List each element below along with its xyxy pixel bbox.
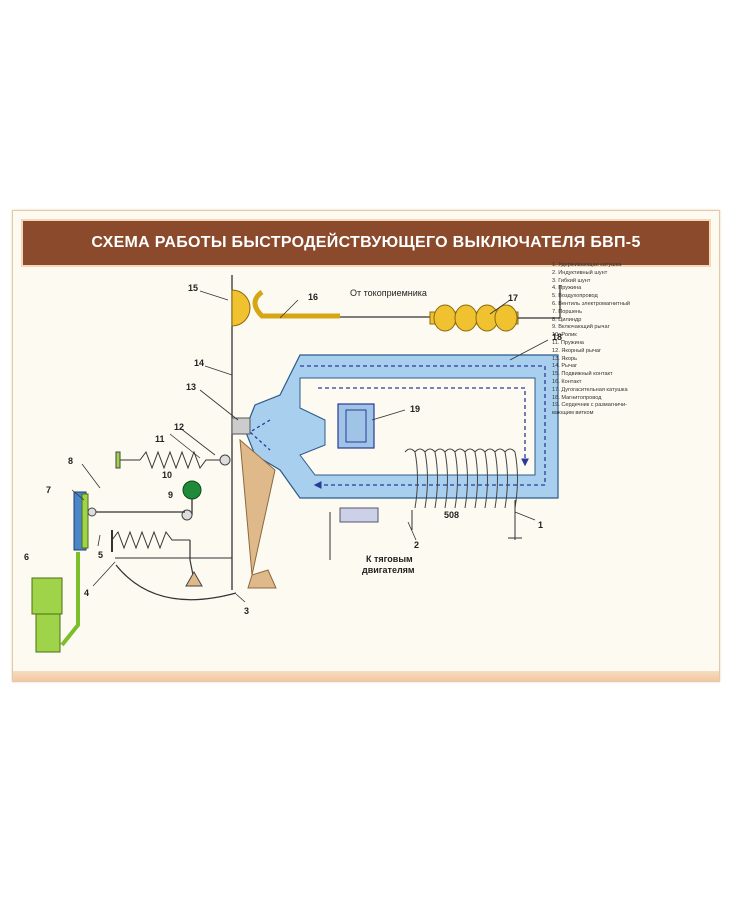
legend-item: 17. Дугогасительная катушка — [552, 386, 628, 393]
legend-item: 2. Индуктивный шунт — [552, 269, 608, 276]
legend-item: 10. Ролик — [552, 332, 577, 339]
callout-7: 7 — [46, 485, 51, 495]
callout-16: 16 — [308, 292, 318, 302]
legend-item: 8. Цилиндр — [552, 316, 582, 323]
callout-18: 18 — [552, 332, 562, 342]
callout-19: 19 — [410, 404, 420, 414]
spring-11 — [139, 450, 220, 470]
core-19 — [337, 403, 375, 449]
callout-8: 8 — [68, 456, 73, 466]
magnet-core — [244, 354, 559, 499]
legend-item: 11. Пружина — [552, 339, 584, 346]
callout-13: 13 — [186, 382, 196, 392]
from-collector-label: От токоприемника — [350, 288, 427, 298]
armature-lever — [239, 438, 276, 576]
callout-9: 9 — [168, 490, 173, 500]
legend-item: 13. Якорь — [552, 355, 578, 362]
spring-4 — [111, 530, 190, 550]
callout-10: 10 — [162, 470, 172, 480]
arc-coil — [429, 304, 519, 332]
callout-11: 11 — [155, 434, 165, 444]
legend-item: 19. Сердечник с размагничи- — [552, 402, 627, 409]
air-pipe — [60, 552, 80, 647]
contact-16 — [252, 289, 340, 319]
callout-15: 15 — [188, 283, 198, 293]
callout-17: 17 — [508, 293, 518, 303]
legend-item: 7. Поршень — [552, 308, 583, 315]
callout-14: 14 — [194, 358, 204, 368]
piston — [81, 493, 89, 549]
callout-6: 6 — [24, 552, 29, 562]
solenoid-valve — [31, 577, 63, 615]
legend-item: 18. Магнитопровод — [552, 394, 602, 401]
callout-2: 2 — [414, 540, 419, 550]
callout-1: 1 — [538, 520, 543, 530]
legend-item: 15. Подвижный контакт — [552, 371, 613, 378]
to-motors-label-2: двигателям — [362, 565, 415, 575]
armature — [231, 417, 251, 435]
legend-item: 9. Включающий рычаг — [552, 324, 610, 331]
roller — [182, 480, 202, 500]
legend-item: 1. Удерживающая катушка — [552, 262, 622, 268]
callout-4: 4 — [84, 588, 89, 598]
legend-item: 16. Контакт — [552, 378, 582, 385]
legend-item: вающим витком — [552, 410, 594, 417]
diagram-title: СХЕМА РАБОТЫ БЫСТРОДЕЙСТВУЮЩЕГО ВЫКЛЮЧАТ… — [91, 234, 641, 251]
legend-item: 4. Пружина — [552, 285, 582, 292]
value-508: 508 — [444, 510, 459, 520]
legend-item: 5. Воздухопровод — [552, 293, 598, 300]
callout-5: 5 — [98, 550, 103, 560]
title-banner: СХЕМА РАБОТЫ БЫСТРОДЕЙСТВУЮЩЕГО ВЫКЛЮЧАТ… — [21, 219, 711, 267]
legend-item: 3. Гибкий шунт — [552, 277, 591, 284]
to-motors-label-1: К тяговым — [366, 554, 413, 564]
inductive-shunt — [339, 507, 379, 523]
callout-3: 3 — [244, 606, 249, 616]
holding-coil — [404, 448, 518, 509]
legend-item: 6. Вентиль электромагнитный — [552, 300, 630, 307]
flexible-shunt — [115, 564, 237, 601]
legend-item: 12. Якорный рычаг — [552, 347, 602, 354]
callout-12: 12 — [174, 422, 184, 432]
bottom-strip — [13, 671, 719, 681]
poster-sheet: СХЕМА РАБОТЫ БЫСТРОДЕЙСТВУЮЩЕГО ВЫКЛЮЧАТ… — [12, 210, 720, 682]
legend-item: 14. Рычаг — [552, 363, 578, 370]
moving-contact — [231, 289, 251, 327]
